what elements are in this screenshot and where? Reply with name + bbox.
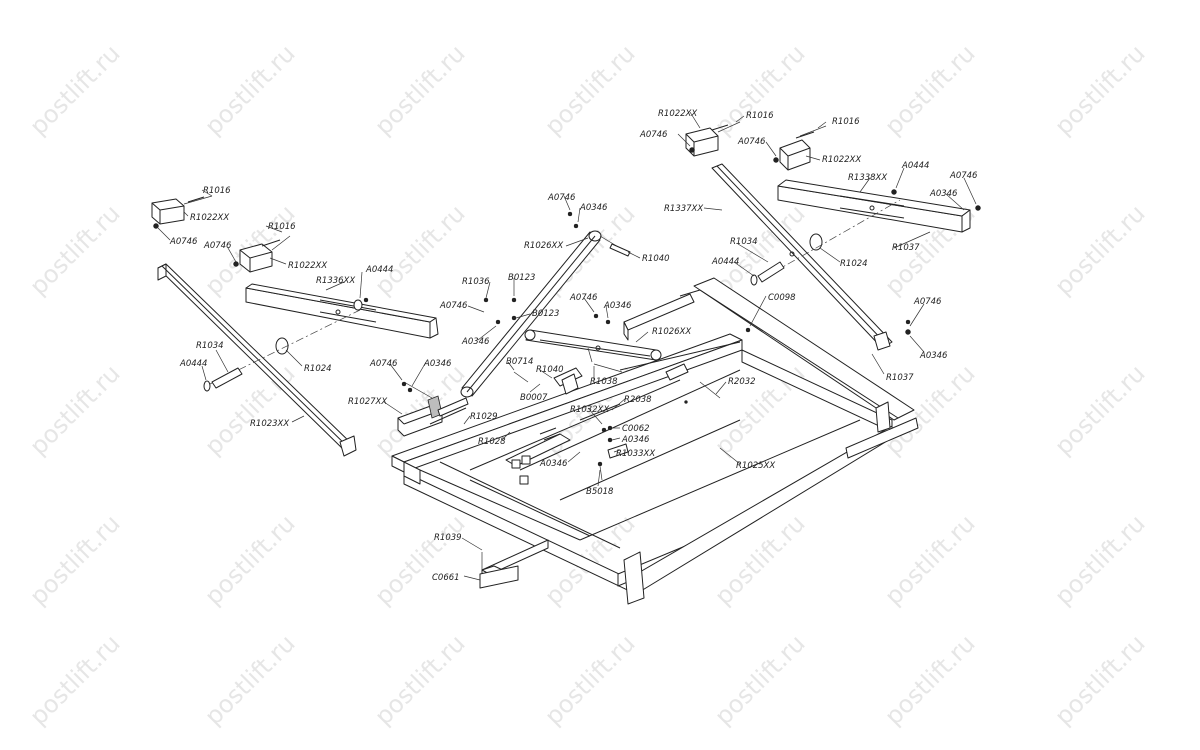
label-r1037-b: R1037 [886, 373, 914, 383]
label-r1028: R1028 [478, 437, 506, 447]
left-arm-r1023 [157, 263, 357, 457]
label-r2032: R2032 [728, 377, 756, 387]
label-a0346-f: A0346 [539, 459, 568, 469]
label-a0746-e: A0746 [439, 301, 468, 311]
center-mechanism [505, 363, 689, 485]
middle-arm-r1026a [460, 230, 631, 398]
label-b0714: B0714 [506, 357, 533, 367]
label-a0346-g: A0346 [929, 189, 958, 199]
left-bracket-b [233, 235, 291, 273]
label-r1023xx: R1023XX [250, 419, 289, 429]
right-pin-set [750, 189, 981, 335]
label-r1016-a: R1016 [203, 186, 231, 196]
label-r1337xx: R1337XX [664, 204, 703, 214]
label-a0746-d: A0746 [547, 193, 576, 203]
label-r1036: R1036 [462, 277, 490, 287]
label-a0346-c: A0346 [461, 337, 490, 347]
label-r1040-b: R1040 [536, 365, 564, 375]
label-r1022xx-a: R1022XX [190, 213, 229, 223]
label-a0444-a: A0444 [365, 265, 393, 275]
label-a0444-c: A0444 [901, 161, 929, 171]
label-a0746-a: A0746 [169, 237, 198, 247]
label-r1037-a: R1037 [892, 243, 920, 253]
label-r1338xx: R1338XX [848, 173, 887, 183]
label-r1022xx-d: R1022XX [822, 155, 861, 165]
label-a0746-f: A0746 [569, 293, 598, 303]
label-a0346-b: A0346 [579, 203, 608, 213]
label-r1022xx-c: R1022XX [658, 109, 697, 119]
drawing-lines [151, 111, 981, 605]
left-crossbar-r1336 [245, 283, 439, 339]
label-b0123-b: B0123 [532, 309, 559, 319]
label-a0444-d: A0444 [711, 257, 739, 267]
label-r1032xx: R1032XX [570, 405, 609, 415]
label-r1026xx-a: R1026XX [524, 241, 563, 251]
label-a0746-i: A0746 [949, 171, 978, 181]
label-r1039: R1039 [434, 533, 462, 543]
left-pin-set [203, 299, 363, 392]
label-b0123-a: B0123 [508, 273, 535, 283]
label-a0444-b: A0444 [179, 359, 207, 369]
label-r1022xx-b: R1022XX [288, 261, 327, 271]
label-c0062: C0062 [622, 424, 650, 434]
label-a0746-j: A0746 [913, 297, 942, 307]
label-r1034-b: R1034 [730, 237, 758, 247]
label-r1016-b: R1016 [268, 222, 296, 232]
label-r1040-a: R1040 [642, 254, 670, 264]
label-a0346-e: A0346 [621, 435, 650, 445]
label-a0746-h: A0746 [737, 137, 766, 147]
label-b5018: B5018 [586, 487, 614, 497]
label-a0746-g: A0746 [639, 130, 668, 140]
label-r1033xx: R1033XX [616, 449, 655, 459]
label-a0346-d: A0346 [603, 301, 632, 311]
right-bracket-a [685, 121, 741, 157]
label-c0661: C0661 [432, 573, 460, 583]
label-r1034-a: R1034 [196, 341, 224, 351]
part-labels: R1016 R1022XX A0746 R1016 A0746 R1022XX … [169, 109, 978, 583]
label-r1026xx-b: R1026XX [652, 327, 691, 337]
fasteners [363, 211, 911, 443]
right-bracket-b [773, 125, 827, 171]
base-frame-r1025 [391, 277, 919, 605]
right-crossbar-r1338 [777, 179, 971, 233]
label-r2038: R2038 [624, 395, 652, 405]
label-r1024-b: R1024 [840, 259, 868, 269]
label-c0098: C0098 [768, 293, 796, 303]
mid-hardware [513, 347, 721, 399]
label-r1016-d: R1016 [832, 117, 860, 127]
exploded-parts-diagram: R1016 R1022XX A0746 R1016 A0746 R1022XX … [151, 109, 981, 605]
left-bracket-a [151, 195, 213, 229]
label-a0746-c: A0746 [369, 359, 398, 369]
leader-lines [157, 111, 977, 581]
bottom-ramp [479, 539, 549, 589]
label-a0346-a: A0346 [423, 359, 452, 369]
label-r1029: R1029 [470, 412, 498, 422]
label-a0746-b: A0746 [203, 241, 232, 251]
label-b0007: B0007 [520, 393, 548, 403]
label-r1016-c: R1016 [746, 111, 774, 121]
label-a0346-h: A0346 [919, 351, 948, 361]
label-r1024-a: R1024 [304, 364, 332, 374]
label-r1027xx: R1027XX [348, 397, 387, 407]
label-r1336xx: R1336XX [316, 276, 355, 286]
label-r1025xx: R1025XX [736, 461, 775, 471]
label-r1038: R1038 [590, 377, 618, 387]
middle-arm-r1026b [524, 329, 662, 361]
left-hinge-r1027 [397, 381, 443, 437]
